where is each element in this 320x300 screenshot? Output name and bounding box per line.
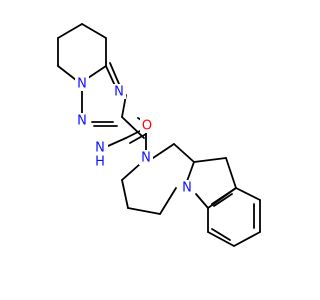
atom-nh: N H [92,140,108,170]
bond [195,193,209,209]
atom-n4: N [139,150,153,166]
bond [129,133,147,144]
atom-nh-label: N [95,141,105,156]
bond [193,157,227,163]
bond [213,193,233,207]
bond [149,143,175,161]
bond [225,157,237,189]
atom-n2: N [75,113,89,129]
atom-n2-label: N [77,114,87,129]
atom-n5: N [180,180,194,196]
bond [121,163,141,181]
bond [207,231,235,247]
molecule-structure-diagram: N N N N H O N N [57,23,261,247]
atom-n3-label: N [114,85,124,100]
atom-o1: O [140,118,154,134]
bond [109,62,120,85]
bond [159,187,177,215]
atom-nh-hydrogen: H [95,155,105,170]
bond [81,23,107,39]
atom-n5-label: N [182,181,192,196]
bond [127,207,161,215]
bond [173,143,195,163]
bond [233,231,261,247]
bond [211,228,231,241]
bond [87,65,107,79]
bond [235,187,261,201]
atom-n3: N [112,84,126,100]
bond-layer [57,23,261,247]
bond [57,23,83,39]
bond [211,187,237,205]
bond [121,116,145,139]
atom-n4-label: N [141,151,151,166]
atom-n1: N [75,76,89,92]
bond [107,137,127,147]
atom-label-layer: N N N N H O N N [75,76,194,196]
atom-o1-label: O [142,119,152,134]
atom-n1-label: N [77,77,87,92]
bond [57,65,77,81]
bond [121,179,129,209]
